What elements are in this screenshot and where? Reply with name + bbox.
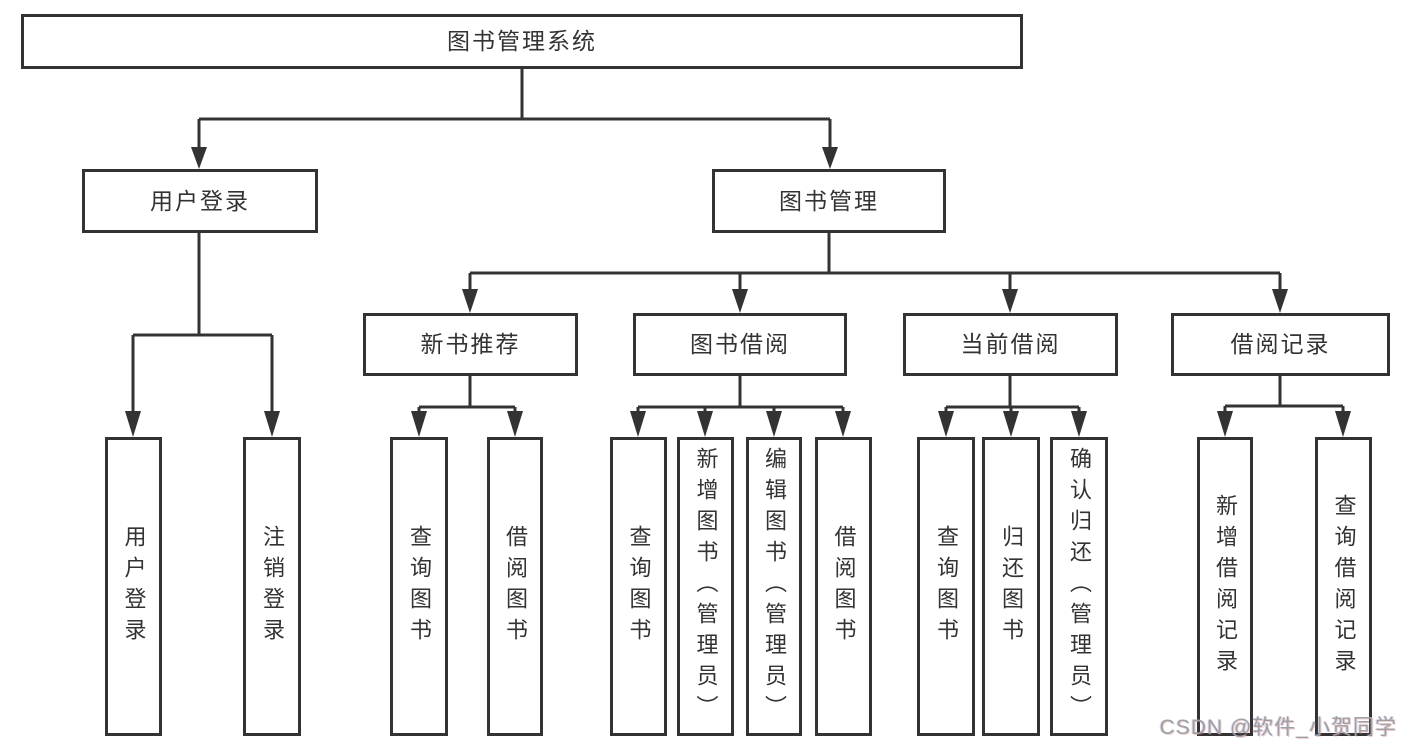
arrowhead bbox=[1272, 289, 1288, 313]
arrowhead bbox=[822, 147, 838, 169]
watermark: CSDN @软件_小贺同学 bbox=[1159, 716, 1397, 739]
arrowhead bbox=[1002, 289, 1018, 313]
node-query-books-recommend: 查询图书 bbox=[390, 437, 448, 736]
node-new-book-recommend: 新书推荐 bbox=[363, 313, 578, 376]
arrowhead bbox=[1335, 411, 1351, 437]
node-borrow-books-recommend: 借阅图书 bbox=[487, 437, 543, 736]
arrowhead bbox=[938, 411, 954, 437]
node-add-books-admin: 新增图书（管理员） bbox=[677, 437, 734, 736]
node-logout: 注销登录 bbox=[243, 437, 301, 736]
node-user-login-leaf: 用户登录 bbox=[105, 437, 162, 736]
arrowhead bbox=[697, 411, 713, 437]
arrowhead bbox=[1071, 411, 1087, 437]
node-query-books-borrow: 查询图书 bbox=[610, 437, 667, 736]
arrowhead bbox=[191, 147, 207, 169]
arrowhead bbox=[507, 411, 523, 437]
node-user-login: 用户登录 bbox=[82, 169, 318, 233]
node-book-borrowing: 图书借阅 bbox=[633, 313, 847, 376]
arrowhead bbox=[264, 411, 280, 437]
node-query-books-current: 查询图书 bbox=[917, 437, 975, 736]
arrowhead bbox=[630, 411, 646, 437]
arrowhead bbox=[732, 289, 748, 313]
node-borrow-books: 借阅图书 bbox=[815, 437, 872, 736]
node-add-borrow-record: 新增借阅记录 bbox=[1197, 437, 1253, 736]
arrowhead bbox=[125, 411, 141, 437]
node-confirm-return-admin: 确认归还（管理员） bbox=[1050, 437, 1108, 736]
node-current-borrowing: 当前借阅 bbox=[903, 313, 1118, 376]
arrowhead bbox=[835, 411, 851, 437]
arrowhead bbox=[1003, 411, 1019, 437]
arrowhead bbox=[462, 289, 478, 313]
node-borrowing-records: 借阅记录 bbox=[1171, 313, 1390, 376]
node-book-management: 图书管理 bbox=[712, 169, 946, 233]
node-root-library-system: 图书管理系统 bbox=[21, 14, 1023, 69]
arrowhead bbox=[1217, 411, 1233, 437]
arrowhead bbox=[766, 411, 782, 437]
node-edit-books-admin: 编辑图书（管理员） bbox=[746, 437, 802, 736]
arrowhead bbox=[411, 411, 427, 437]
node-query-borrow-record: 查询借阅记录 bbox=[1315, 437, 1372, 736]
node-return-books: 归还图书 bbox=[982, 437, 1040, 736]
